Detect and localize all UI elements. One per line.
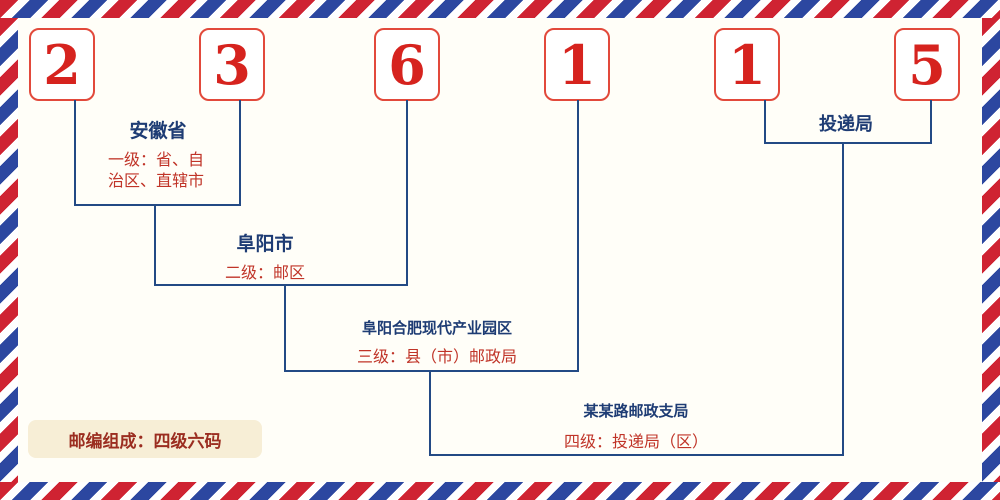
connector-chain2-down [284, 284, 286, 372]
digit-box-4: 1 [544, 28, 610, 101]
branch-name: 某某路邮政支局 [583, 402, 689, 420]
airmail-border-top [0, 0, 1000, 18]
airmail-border-right [982, 18, 1000, 482]
connector-digit2-down [239, 100, 241, 206]
connector-chain4-down [842, 142, 844, 456]
connector-chain3-down [429, 370, 431, 456]
composition-badge: 邮编组成：四级六码 [28, 420, 262, 458]
composition-text: 邮编组成：四级六码 [68, 431, 222, 452]
connector-delivery-horizontal [764, 142, 932, 144]
airmail-border-bottom [0, 482, 1000, 500]
digit-box-3: 6 [374, 28, 440, 101]
connector-digit6-down [930, 100, 932, 144]
digit-3: 6 [388, 32, 426, 97]
connector-level1-horizontal [74, 204, 241, 206]
connector-digit3-down [406, 100, 408, 286]
digit-box-1: 2 [29, 28, 95, 101]
delivery-bureau-label: 投递局 [819, 114, 873, 135]
connector-digit5-down [764, 100, 766, 144]
level1-text-line1: 一级：省、自 [107, 150, 205, 169]
connector-digit4-down [577, 100, 579, 372]
level4-text: 四级：投递局（区） [563, 432, 709, 451]
connector-level2-horizontal [154, 284, 408, 286]
digit-box-5: 1 [714, 28, 780, 101]
county-name: 阜阳合肥现代产业园区 [361, 319, 513, 337]
digit-4: 1 [558, 32, 596, 97]
connector-level3-horizontal [284, 370, 579, 372]
city-name: 阜阳市 [236, 233, 294, 255]
digit-1: 2 [43, 32, 81, 97]
connector-level4-horizontal [429, 454, 844, 456]
connector-digit1-down [74, 100, 76, 206]
digit-box-6: 5 [894, 28, 960, 101]
digit-5: 1 [728, 32, 766, 97]
digit-2: 3 [213, 32, 251, 97]
airmail-border-left [0, 18, 18, 482]
level2-text: 二级：邮区 [224, 263, 306, 282]
digit-6: 5 [908, 32, 946, 97]
digit-box-2: 3 [199, 28, 265, 101]
level3-text: 三级：县（市）邮政局 [356, 347, 518, 366]
connector-chain1-down [154, 204, 156, 286]
level1-text-line2: 治区、直辖市 [107, 171, 205, 190]
province-name: 安徽省 [129, 120, 187, 142]
